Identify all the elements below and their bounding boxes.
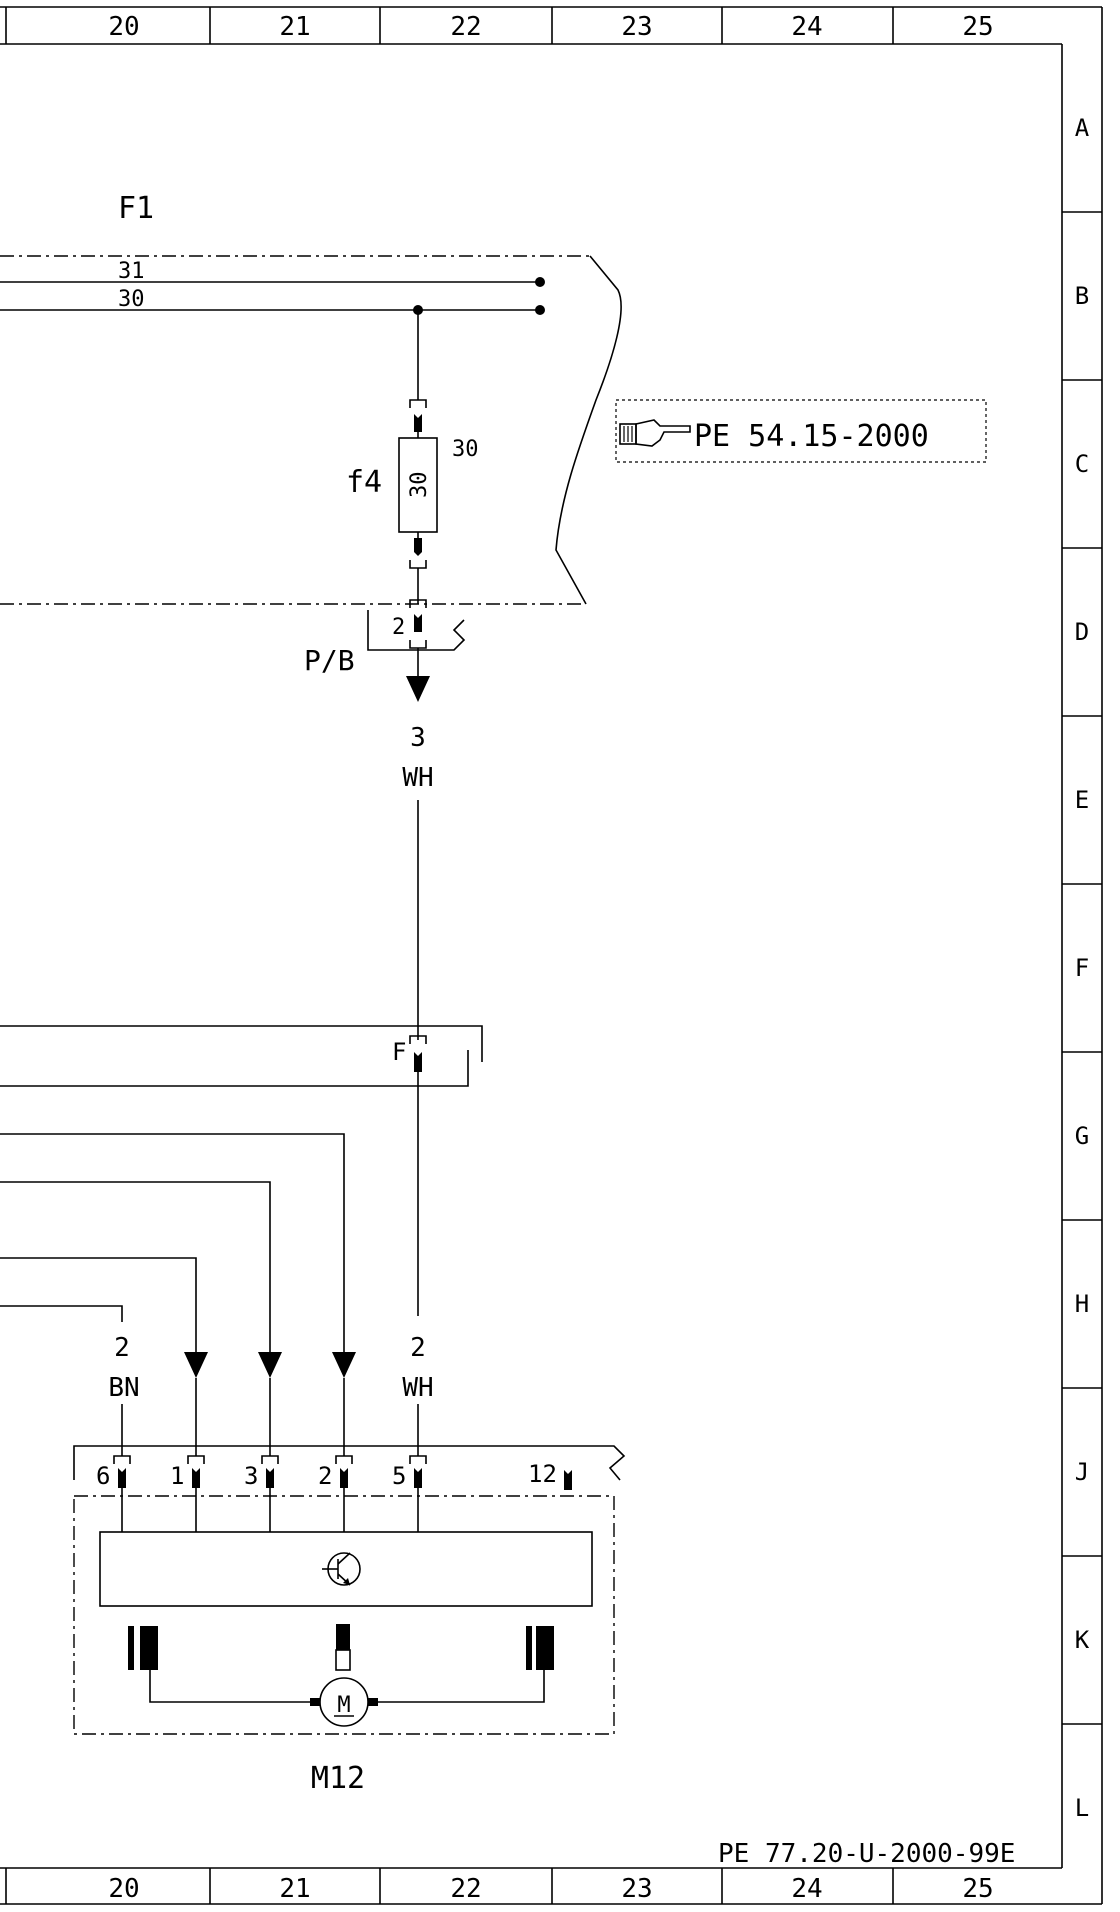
m12-label: M12 — [311, 1761, 365, 1796]
signal-wires — [0, 1133, 356, 1378]
drawing-frame — [0, 6, 1103, 1905]
fuse-rating: 30 — [407, 472, 432, 499]
row-label: F — [1075, 954, 1089, 982]
fuse-terminal: 30 — [452, 437, 479, 462]
transistor-icon — [322, 1552, 361, 1586]
bus-31-label: 31 — [118, 259, 145, 284]
pin-label: 1 — [170, 1462, 184, 1490]
column-label: 25 — [962, 1874, 993, 1904]
wire-color: BN — [108, 1373, 139, 1403]
f1-label: F1 — [118, 191, 154, 226]
column-label: 20 — [108, 12, 139, 42]
motor-symbol-label: M — [337, 1693, 350, 1718]
row-label: L — [1075, 1794, 1089, 1822]
pin-label: 2 — [392, 615, 405, 640]
connector-label: P/B — [304, 644, 355, 677]
column-label: 24 — [791, 12, 822, 42]
wire-number: 2 — [410, 1333, 426, 1363]
bus-30-label: 30 — [118, 287, 145, 312]
wire-number: 2 — [114, 1333, 130, 1363]
row-label: K — [1075, 1626, 1090, 1654]
column-label: 21 — [279, 12, 310, 42]
brush-right — [526, 1626, 554, 1670]
row-label: A — [1075, 114, 1090, 142]
column-label: 21 — [279, 1874, 310, 1904]
brush-middle — [335, 1624, 351, 1671]
document-code: PE 77.20-U-2000-99E — [718, 1839, 1015, 1869]
column-label: 23 — [621, 1874, 652, 1904]
wire-color: WH — [402, 1373, 433, 1403]
row-label: C — [1075, 450, 1089, 478]
pin-label: 2 — [318, 1462, 332, 1490]
pointing-hand-icon — [619, 419, 691, 447]
row-label: B — [1075, 282, 1089, 310]
fuse-label: f4 — [346, 465, 382, 500]
pin-label: 12 — [528, 1460, 557, 1488]
column-label: 24 — [791, 1874, 822, 1904]
column-label: 22 — [450, 1874, 481, 1904]
connector-f-label: F — [392, 1038, 406, 1066]
module-m12 — [73, 1445, 626, 1735]
column-label: 23 — [621, 12, 652, 42]
pin-label: 3 — [244, 1462, 258, 1490]
row-label: D — [1075, 618, 1089, 646]
pin-label: 5 — [392, 1462, 406, 1490]
row-label: H — [1075, 1290, 1089, 1318]
reference-text: PE 54.15-2000 — [694, 419, 929, 454]
column-label: 20 — [108, 1874, 139, 1904]
row-label: E — [1075, 786, 1089, 814]
pin-connectors — [113, 1455, 572, 1490]
fuse-box-f1 — [0, 255, 622, 702]
wire-color: WH — [402, 763, 433, 793]
pin-label: 6 — [96, 1462, 110, 1490]
wire-number: 3 — [410, 723, 426, 753]
connector-band-f — [0, 1025, 483, 1316]
brush-left — [128, 1626, 158, 1670]
motor-icon — [319, 1677, 369, 1727]
column-label: 22 — [450, 12, 481, 42]
column-label: 25 — [962, 12, 993, 42]
row-label: G — [1075, 1122, 1089, 1150]
row-label: J — [1075, 1458, 1089, 1486]
